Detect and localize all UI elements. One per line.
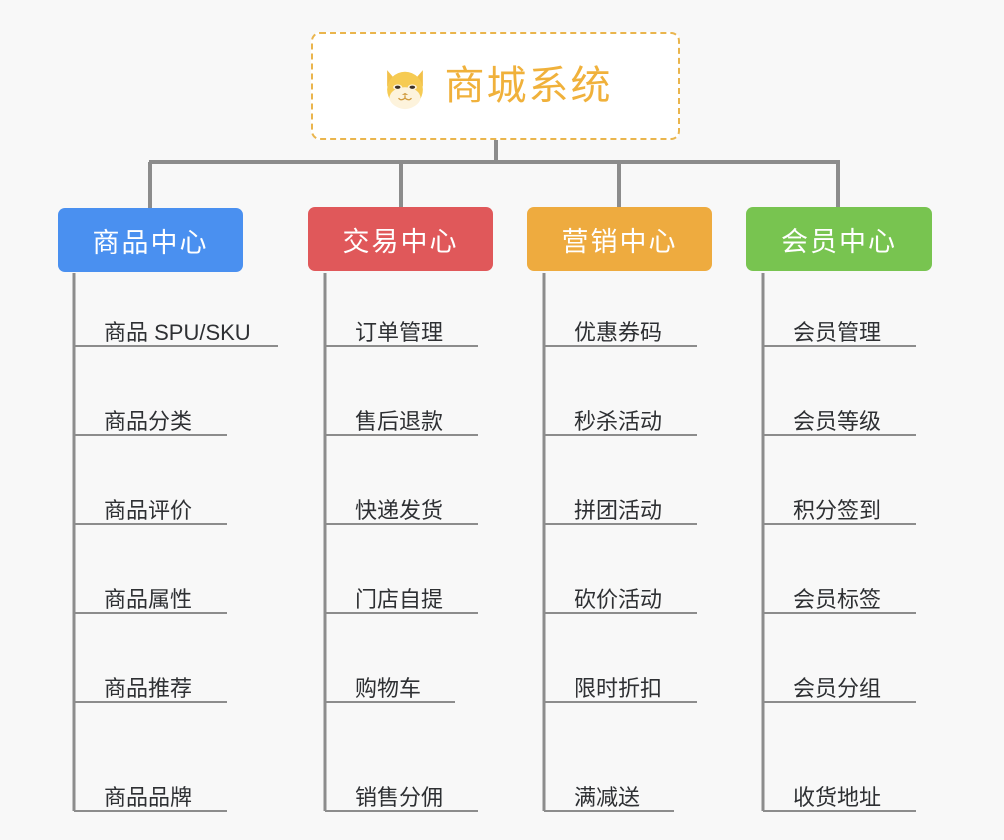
- leaf-label: 售后退款: [355, 408, 444, 434]
- leaf-item[interactable]: 商品属性: [74, 572, 227, 614]
- leaf-item[interactable]: 销售分佣: [325, 770, 478, 812]
- leaf-label: 会员等级: [793, 408, 882, 434]
- leaf-item[interactable]: 快递发货: [325, 483, 478, 525]
- leaf-item[interactable]: 会员分组: [763, 661, 916, 703]
- leaf-item[interactable]: 会员等级: [763, 394, 916, 436]
- category-box-2[interactable]: 交易中心: [308, 207, 493, 271]
- leaf-item[interactable]: 满减送: [544, 770, 674, 812]
- leaf-item[interactable]: 门店自提: [325, 572, 478, 614]
- leaf-label: 商品品牌: [104, 784, 193, 810]
- shiba-dog-emoji: [386, 70, 423, 110]
- leaf-item[interactable]: 砍价活动: [544, 572, 697, 614]
- leaf-label: 门店自提: [355, 586, 444, 612]
- leaf-item[interactable]: 售后退款: [325, 394, 478, 436]
- category-label-1: 商品中心: [92, 227, 209, 258]
- leaf-label: 购物车: [355, 675, 422, 701]
- leaf-label: 商品属性: [104, 586, 193, 612]
- leaf-label: 商品评价: [104, 497, 193, 523]
- leaf-label: 商品分类: [104, 408, 193, 434]
- leaf-item[interactable]: 积分签到: [763, 483, 916, 525]
- leaf-label: 收货地址: [793, 784, 882, 810]
- leaf-label: 秒杀活动: [574, 408, 663, 434]
- leaf-label: 拼团活动: [574, 497, 663, 523]
- leaf-item[interactable]: 会员管理: [763, 305, 916, 347]
- leaf-label: 优惠券码: [574, 319, 663, 345]
- leaf-label: 商品推荐: [104, 675, 193, 701]
- leaf-item[interactable]: 商品品牌: [74, 770, 227, 812]
- leaf-item[interactable]: 商品评价: [74, 483, 227, 525]
- root-node-label: 商城系统: [444, 64, 613, 108]
- category-label-4: 会员中心: [781, 226, 897, 257]
- leaf-label: 会员标签: [793, 586, 882, 612]
- leaf-label: 砍价活动: [574, 586, 663, 612]
- category-label-2: 交易中心: [342, 226, 459, 257]
- category-label-3: 营销中心: [561, 226, 678, 257]
- leaf-item[interactable]: 订单管理: [325, 305, 478, 347]
- leaf-label: 商品 SPU/SKU: [104, 319, 251, 345]
- leaf-label: 限时折扣: [574, 675, 663, 701]
- leaf-label: 满减送: [574, 784, 641, 810]
- leaf-item[interactable]: 购物车: [325, 661, 455, 703]
- leaf-item[interactable]: 秒杀活动: [544, 394, 697, 436]
- leaf-item[interactable]: 商品推荐: [74, 661, 227, 703]
- leaf-label: 会员管理: [793, 319, 882, 345]
- category-box-3[interactable]: 营销中心: [527, 207, 712, 271]
- leaf-item[interactable]: 拼团活动: [544, 483, 697, 525]
- leaf-item[interactable]: 优惠券码: [544, 305, 697, 347]
- leaf-label: 订单管理: [355, 319, 444, 345]
- leaf-item[interactable]: 收货地址: [763, 770, 916, 812]
- leaf-item[interactable]: 限时折扣: [544, 661, 697, 703]
- root-node[interactable]: 商城系统: [311, 32, 680, 140]
- leaf-item[interactable]: 会员标签: [763, 572, 916, 614]
- leaf-label: 会员分组: [793, 675, 882, 701]
- category-box-1[interactable]: 商品中心: [58, 208, 243, 272]
- leaf-label: 快递发货: [355, 497, 444, 523]
- leaf-item[interactable]: 商品分类: [74, 394, 227, 436]
- leaf-label: 销售分佣: [355, 784, 444, 810]
- leaf-item[interactable]: 商品 SPU/SKU: [74, 305, 278, 347]
- category-box-4[interactable]: 会员中心: [746, 207, 932, 271]
- leaf-label: 积分签到: [793, 497, 882, 523]
